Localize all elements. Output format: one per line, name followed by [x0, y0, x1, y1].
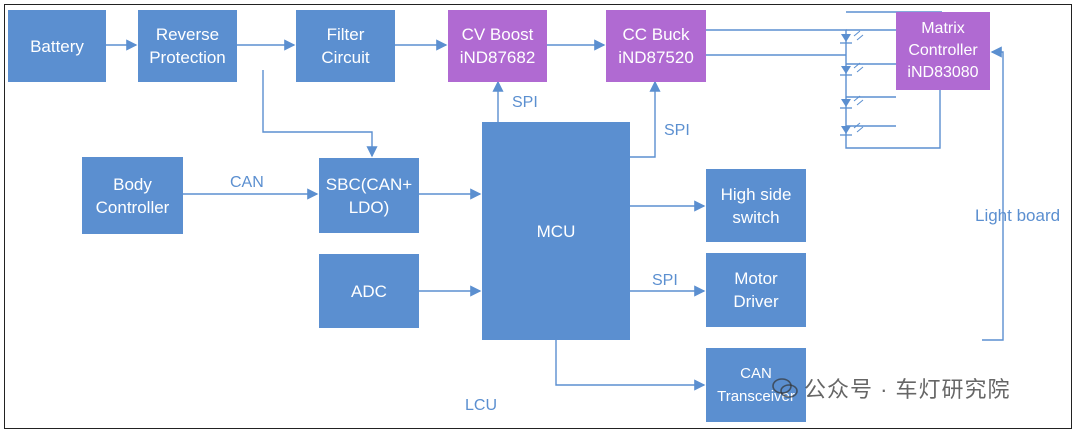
led-icon — [840, 95, 864, 109]
body-controller-block: Body Controller — [82, 157, 183, 234]
filter-circuit-block: Filter Circuit — [296, 10, 395, 82]
lcu-label: LCU — [465, 397, 498, 414]
wechat-icon — [772, 378, 798, 398]
led-icon — [840, 62, 864, 76]
led-string — [840, 30, 864, 136]
led-icon — [840, 122, 864, 136]
adc-block: ADC — [319, 254, 419, 328]
cv-boost-block: CV Boost iND87682 — [448, 10, 547, 82]
motor-driver-block: Motor Driver — [706, 253, 806, 327]
spi-label-motor: SPI — [652, 272, 678, 289]
high-side-switch-block: High side switch — [706, 169, 806, 242]
mcu-block: MCU — [482, 122, 630, 340]
light-board-label: Light board — [975, 206, 1061, 225]
watermark-text: 公众号 · 车灯研究院 — [804, 377, 1011, 402]
diagram-frame — [4, 4, 1072, 429]
can-label-body: CAN — [230, 174, 264, 191]
sbc-block: SBC(CAN+ LDO) — [319, 158, 419, 233]
watermark: 公众号 · 车灯研究院 — [772, 372, 1011, 404]
led-icon — [840, 30, 864, 44]
spi-label-boost: SPI — [512, 94, 538, 111]
matrix-controller-block: Matrix Controller iND83080 — [896, 12, 990, 90]
reverse-protection-block: Reverse Protection — [138, 10, 237, 82]
cc-buck-block: CC Buck iND87520 — [606, 10, 706, 82]
spi-label-buck: SPI — [664, 122, 690, 139]
battery-block: Battery — [8, 10, 106, 82]
